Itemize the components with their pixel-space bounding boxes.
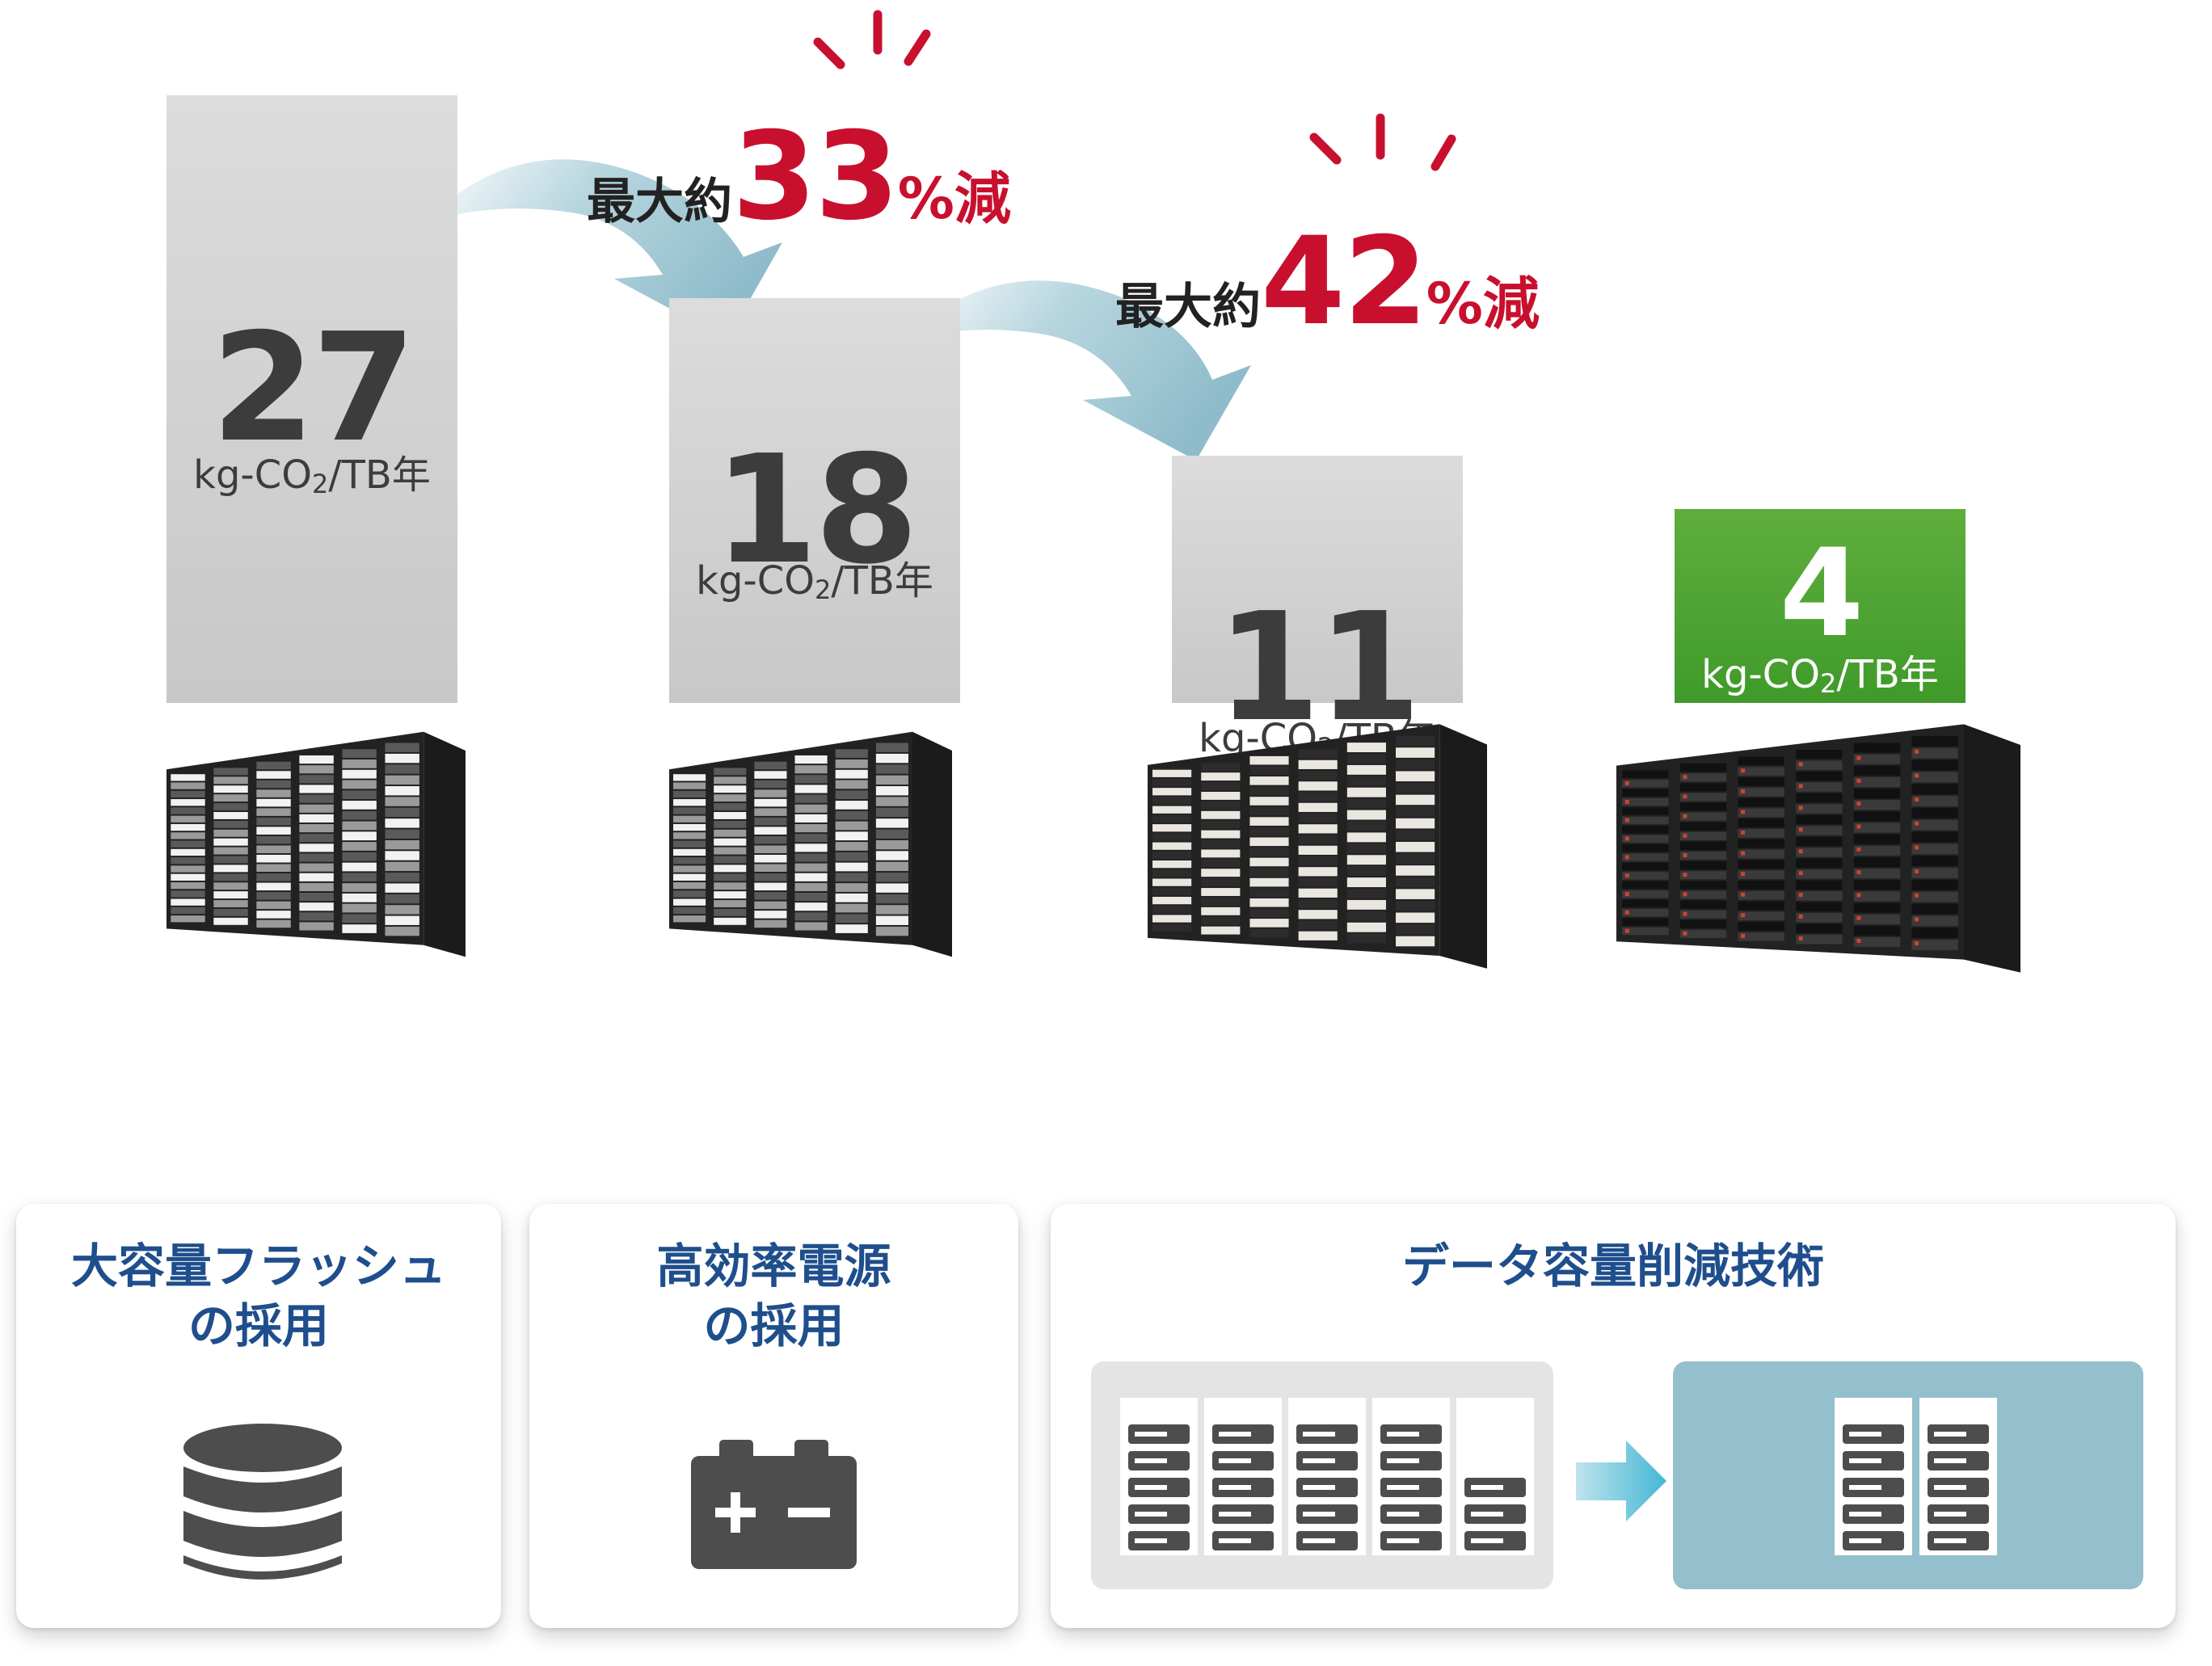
reduction-prefix: 最大約	[1115, 279, 1261, 335]
panel-title: 大容量フラッシュ の採用	[16, 1236, 501, 1356]
storage-rack-image	[1616, 724, 2020, 973]
reduction-suffix: %減	[1426, 271, 1540, 337]
chart-svg	[424, 10, 1456, 461]
panel-title-line: の採用	[703, 1298, 845, 1353]
bar-unit-label: kg-CO2/TB年	[1701, 652, 1939, 699]
reduction-arrow	[897, 280, 1251, 461]
reduction-label: 最大約33%減	[587, 107, 1011, 247]
panel-flash: 大容量フラッシュ の採用	[16, 1204, 501, 1628]
server-dedup-icon	[1091, 1361, 2143, 1589]
panel-title-line: 大容量フラッシュ	[70, 1239, 446, 1294]
panel-power: 高効率電源 の採用	[529, 1204, 1018, 1628]
emphasis-lines-icon	[813, 10, 931, 69]
reduction-value: 33	[732, 107, 900, 247]
panel-title: データ容量削減技術	[1401, 1239, 1824, 1294]
bar-value-label: 4	[1779, 524, 1864, 664]
database-icon	[183, 1424, 342, 1580]
bar-value-label: 11	[1216, 579, 1421, 755]
emphasis-lines-icon	[1309, 113, 1456, 171]
panel-title-line: の採用	[187, 1298, 329, 1353]
reduction-prefix: 最大約	[587, 174, 732, 230]
panel-dedup: データ容量削減技術	[1051, 1204, 2176, 1628]
storage-rack-image	[669, 731, 952, 957]
reduction-value: 42	[1261, 212, 1428, 352]
reduction-arrow	[424, 159, 782, 339]
bar-value-label: 27	[211, 301, 415, 475]
bar-value-label: 18	[714, 422, 918, 597]
reduction-label: 最大約42%減	[1115, 212, 1540, 352]
reduction-suffix: %減	[897, 166, 1011, 232]
panel-title-line: 高効率電源	[656, 1239, 891, 1294]
storage-rack-image	[166, 731, 466, 957]
panel-title: 高効率電源 の採用	[529, 1236, 1018, 1356]
storage-rack-image	[1148, 724, 1487, 969]
bar-unit-label: kg-CO2/TB年	[696, 557, 933, 605]
bar-unit-label: kg-CO2/TB年	[193, 452, 431, 499]
battery-icon	[691, 1440, 857, 1569]
